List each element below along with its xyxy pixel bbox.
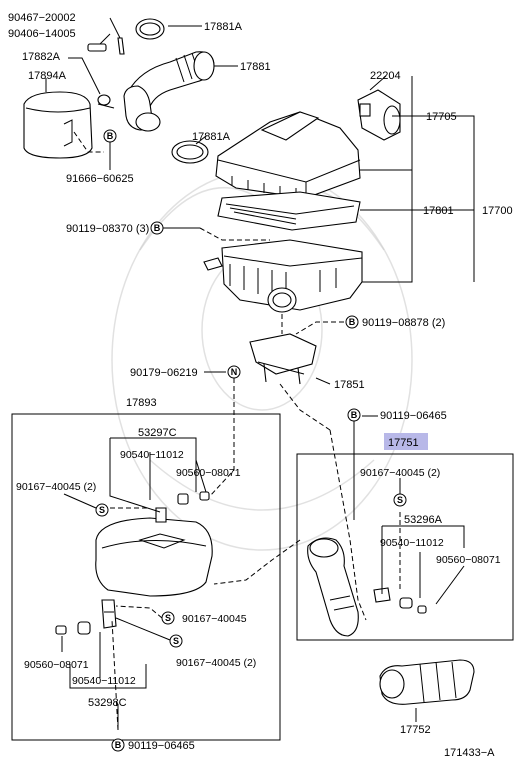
duct-17751-clip-part [373, 587, 427, 614]
symbol-N-90179: N [227, 365, 241, 379]
label-17893: 17893 [126, 397, 157, 409]
air-cleaner-cap-part [215, 111, 361, 199]
svg-text:S: S [99, 505, 105, 515]
label-17751: 17751 [388, 437, 419, 449]
svg-text:B: B [107, 131, 114, 141]
symbol-S-90167-d: S [169, 634, 183, 648]
label-17851: 17851 [334, 379, 365, 391]
label-90406: 90406−14005 [8, 28, 76, 40]
symbol-S-90167-a: S [95, 503, 109, 517]
hose-clamp-top-part [135, 18, 165, 40]
label-91666: 91666−60625 [66, 173, 134, 185]
svg-text:S: S [397, 495, 403, 505]
label-17705: 17705 [426, 111, 457, 123]
bracket-part [249, 333, 317, 385]
label-90119-08878: 90119−08878 (2) [362, 317, 445, 329]
label-90167-a: 90167−40045 (2) [16, 481, 96, 493]
label-90167-c: 90167−40045 [182, 613, 247, 625]
highlight-17751 [384, 433, 428, 450]
svg-text:B: B [351, 410, 358, 420]
label-90540-b: 90540−11012 [380, 537, 444, 549]
part-labels: 90467−20002 90406−14005 17881A 17881 178… [8, 12, 513, 759]
label-90560-a: 90560−08071 [176, 467, 241, 479]
label-90467: 90467−20002 [8, 12, 76, 24]
symbol-B-90119-08370: B [150, 221, 164, 235]
symbol-B-90119-06465-a: B [347, 408, 361, 422]
symbol-S-90167-b: S [161, 611, 175, 625]
label-90540-a: 90540−11012 [120, 449, 184, 461]
svg-text:N: N [231, 367, 238, 377]
lower-clip-part [55, 599, 117, 635]
label-17894A: 17894A [28, 70, 67, 82]
group-box-17893 [11, 413, 281, 741]
label-17700: 17700 [482, 205, 513, 217]
label-17881A-top: 17881A [204, 21, 243, 33]
diagram-id: 171433−A [444, 747, 495, 759]
resonator-part [23, 91, 93, 159]
label-90167-b: 90167−40045 (2) [360, 467, 440, 479]
label-90540-c: 90540−11012 [72, 675, 136, 687]
duct-17751-part [307, 537, 359, 637]
label-90119-06465-b: 90119−06465 [128, 740, 195, 752]
label-17752: 17752 [400, 724, 431, 736]
symbol-B-91666: B [103, 129, 117, 143]
hose-clamp-mid-part [171, 140, 209, 164]
leader-lines [45, 17, 475, 731]
svg-text:B: B [154, 223, 161, 233]
filter-element-part [217, 191, 361, 231]
svg-text:B: B [115, 740, 122, 750]
airflow-meter-part [357, 89, 401, 141]
air-cleaner-case-part [203, 239, 363, 313]
label-17881: 17881 [240, 61, 271, 73]
label-17881A-mid: 17881A [192, 131, 231, 143]
label-90119-06465-a: 90119−06465 [380, 410, 447, 422]
group-box-17751 [296, 453, 514, 641]
label-90167-d: 90167−40045 (2) [176, 657, 256, 669]
duct-17752-part [379, 659, 475, 705]
symbol-B-90119-08878: B [345, 315, 359, 329]
svg-text:S: S [165, 613, 171, 623]
label-53298C: 53298C [88, 697, 127, 709]
label-17801: 17801 [423, 205, 454, 217]
clamp-17882A-part [97, 94, 115, 109]
symbol-S-90167-c: S [393, 493, 407, 507]
label-22204: 22204 [370, 70, 401, 82]
svg-text:S: S [173, 636, 179, 646]
bolt-clip-part [87, 37, 125, 55]
svg-text:B: B [349, 317, 356, 327]
label-90119-08370: 90119−08370 (3) [66, 223, 149, 235]
symbol-B-90119-06465-b: B [111, 738, 125, 752]
label-90560-b: 90560−08071 [436, 554, 501, 566]
label-53297C: 53297C [138, 427, 177, 439]
label-90560-c: 90560−08071 [24, 659, 89, 671]
label-17882A: 17882A [22, 51, 61, 63]
duct-clip-part [155, 491, 210, 523]
inlet-duct-part [95, 517, 213, 597]
intake-hose-part [123, 51, 215, 132]
label-90179: 90179−06219 [130, 367, 198, 379]
label-53296A: 53296A [404, 514, 443, 526]
